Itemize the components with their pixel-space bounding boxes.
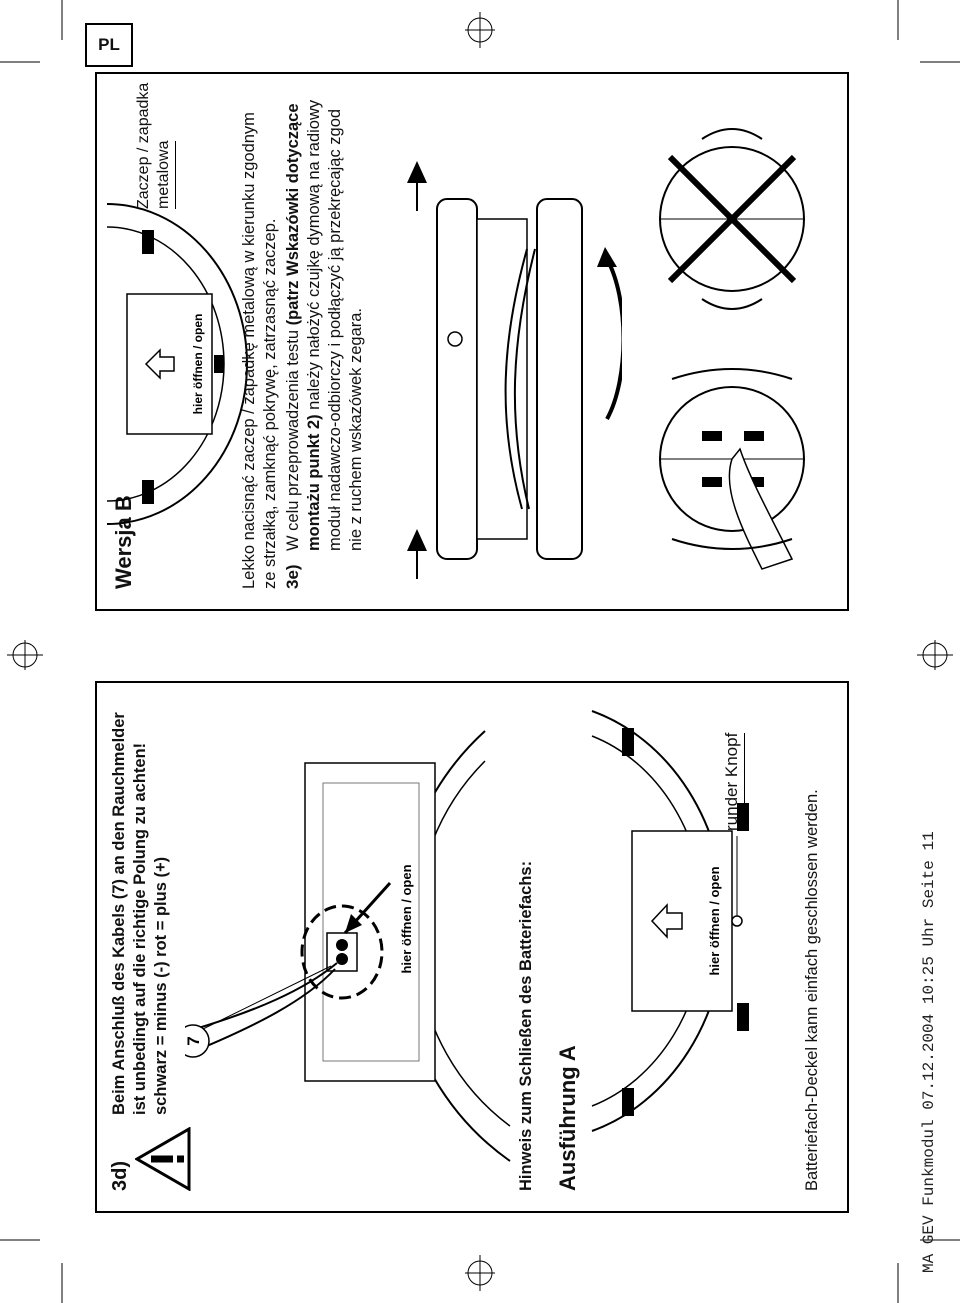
callout-7: 7 (185, 1036, 203, 1045)
correct-test-press (659, 368, 805, 570)
step-3d-label: 3d) (109, 1161, 131, 1191)
step-3e-line-2-bold: montażu punkt 2) (305, 414, 323, 551)
warning-icon (135, 1127, 191, 1191)
close-note: Batteriefach-Deckel kann einfach geschlo… (803, 789, 821, 1191)
right-panel: Wersja B hier öffnen / open Zaczep / zap… (95, 72, 849, 611)
metal-latch-icon (214, 355, 224, 373)
mounting-illustration (407, 161, 622, 579)
latch-text-line-1: Lekko nacisnąć zaczep / zapadkę metalową… (240, 112, 258, 589)
compartment-a-open-label: hier öffnen / open (707, 866, 722, 975)
latch-text-line-2: ze strzałką, zamknąć pokrywę, zatrzasnąć… (261, 218, 279, 589)
step-3e-line-3: moduł nadawczo-odbiorczy i podłączyć ją … (326, 108, 344, 551)
rotate-clockwise-icon (605, 258, 622, 420)
left-panel: 3d) Beim Anschluß des Kabels (7) an den … (95, 681, 849, 1213)
step-3e-line-1: W celu przeprowadzenia testu (patrz Wska… (283, 103, 304, 551)
warning-line-2: ist unbedingt auf die richtige Polung zu… (131, 742, 149, 1115)
version-a-heading: Ausführung A (555, 1045, 580, 1191)
test-button-illustration (659, 128, 805, 570)
step-3e-line-2-plain: należy nałożyć czujkę dymową na radiowy (305, 99, 323, 415)
warning-line-3: schwarz = minus (-) rot = plus (+) (152, 856, 170, 1115)
detector-base-body (536, 198, 583, 560)
round-knob-icon (731, 915, 743, 927)
latch-callout-1: Zaczep / zapadka (135, 82, 152, 209)
detector-top-body (436, 198, 478, 560)
hint-heading: Hinweis zum Schließen des Batteriefachs: (517, 860, 535, 1191)
radio-module-body (476, 218, 528, 540)
battery-compartment-b-illustration: hier öffnen / open (106, 203, 248, 525)
step-3e-line-2: montażu punkt 2) należy nałożyć czujkę d… (304, 100, 325, 551)
step-3e-line-1-bold: (patrz Wskazówki dotyczące (284, 103, 302, 326)
arrow-left-icon (407, 529, 427, 551)
wrong-test-press (659, 128, 805, 310)
step-3e-label: 3e) (283, 564, 302, 589)
step-3e-line-4: nie z ruchem wskazówek zegara. (347, 307, 365, 551)
knob-callout: runder Knopf (722, 732, 745, 831)
battery-compartment-a-illustration: hier öffnen / open (591, 710, 749, 1132)
language-badge-text: PL (98, 35, 120, 55)
arrow-right-icon (407, 161, 427, 183)
latch-callout-2: metalowa (155, 140, 176, 209)
compartment-b-open-label: hier öffnen / open (191, 314, 205, 415)
page-header: MA GEV Funkmodul 07.12.2004 10:25 Uhr Se… (920, 831, 938, 1273)
finger-icon (728, 447, 794, 570)
wiring-illustration: hier öffnen / open 7 (185, 730, 511, 1162)
warning-line-1: Beim Anschluß des Kabels (7) an den Rauc… (110, 712, 128, 1115)
language-badge: PL (85, 23, 133, 67)
terminal-open-label: hier öffnen / open (399, 864, 414, 973)
terminal-block (326, 932, 358, 972)
step-3e-line-1-plain: W celu przeprowadzenia testu (284, 325, 302, 551)
